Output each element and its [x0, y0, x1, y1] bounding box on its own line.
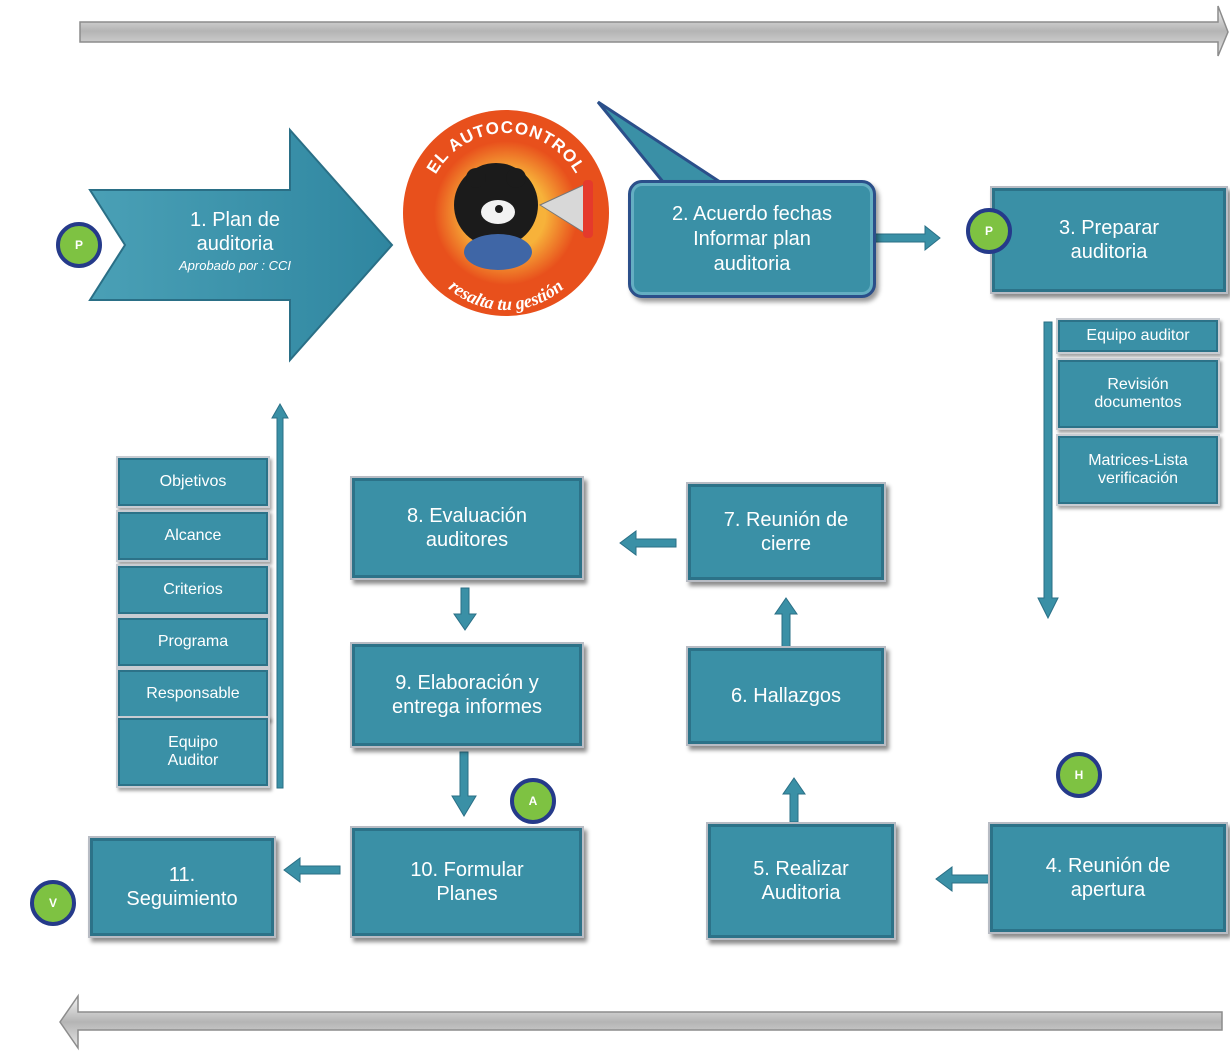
arrow-4-to-5	[935, 866, 993, 892]
arrow-7-to-8	[619, 530, 677, 556]
step-4-opening-meeting: 4. Reunión de apertura	[988, 822, 1228, 934]
prep-item: Equipo auditor	[1056, 318, 1220, 354]
badge-do: H	[1056, 752, 1102, 798]
plan-item: Objetivos	[116, 456, 270, 508]
prep-item: Matrices-Lista verificación	[1056, 434, 1220, 506]
plan-arrow-text: 1. Plan de auditoria Aprobado por : CCI	[150, 208, 320, 273]
arrow-prep-down	[1037, 321, 1059, 620]
arrow-2-to-3	[874, 224, 941, 252]
logo-bottom-text: resalta tu gestión	[445, 276, 567, 315]
plan-item: Responsable	[116, 668, 270, 720]
arrow-6-to-7	[774, 597, 798, 649]
step-11-follow-up: 11. Seguimiento	[88, 836, 276, 938]
autocontrol-logo	[403, 110, 609, 316]
svg-text:resalta tu gestión: resalta tu gestión	[445, 276, 567, 315]
prep-item: Revisión documentos	[1056, 358, 1220, 430]
logo-top-text: EL AUTOCONTROL	[423, 118, 588, 177]
arrow-10-to-11	[283, 857, 341, 883]
plan-item: Programa	[116, 616, 270, 668]
badge-verify: V	[30, 880, 76, 926]
step-10-action-plans: 10. Formular Planes	[350, 826, 584, 938]
badge-plan: P	[56, 222, 102, 268]
step-6-findings: 6. Hallazgos	[686, 646, 886, 746]
step-5-conduct-audit: 5. Realizar Auditoria	[706, 822, 896, 940]
step-8-auditor-evaluation: 8. Evaluación auditores	[350, 476, 584, 580]
arrow-5-to-6	[782, 777, 806, 823]
bottom-flow-arrow	[59, 993, 1223, 1051]
plan-arrow-shape	[88, 127, 394, 363]
arrow-8-to-9	[453, 587, 477, 631]
top-flow-arrow	[79, 5, 1229, 57]
arrow-9-to-10	[451, 751, 477, 817]
plan-title: 1. Plan de auditoria	[189, 209, 281, 255]
svg-text:EL AUTOCONTROL: EL AUTOCONTROL	[423, 118, 589, 177]
plan-subtitle: Aprobado por : CCI	[178, 258, 291, 273]
step-2-agree-dates: 2. Acuerdo fechas Informar plan auditori…	[628, 180, 876, 298]
step-3-prepare-audit: 3. Preparar auditoria	[990, 186, 1228, 294]
arrow-items-up	[271, 402, 289, 789]
plan-item: Alcance	[116, 510, 270, 562]
step-7-closing-meeting: 7. Reunión de cierre	[686, 482, 886, 582]
badge-act: A	[510, 778, 556, 824]
plan-item: Criterios	[116, 564, 270, 616]
plan-item: Equipo Auditor	[116, 716, 270, 788]
step-9-reports: 9. Elaboración y entrega informes	[350, 642, 584, 748]
badge-prepare: P	[966, 208, 1012, 254]
